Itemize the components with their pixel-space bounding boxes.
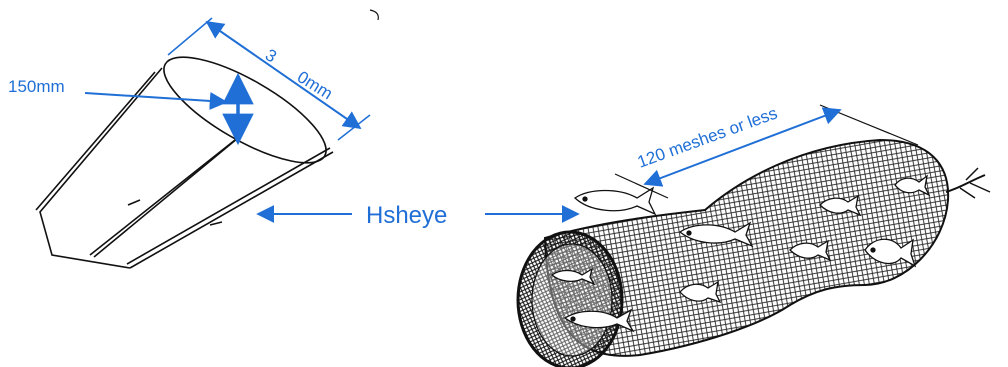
fish-group bbox=[550, 174, 931, 333]
dimension-height: 150mm bbox=[8, 72, 254, 146]
net-trap bbox=[516, 138, 991, 367]
fish-icon bbox=[864, 238, 917, 268]
center-callout: Hsheye bbox=[256, 202, 580, 229]
fish-icon bbox=[679, 280, 722, 304]
height-label: 150mm bbox=[8, 77, 65, 96]
fish-icon bbox=[678, 221, 754, 248]
fish-icon bbox=[819, 194, 862, 217]
meshes-label: 120 meshes or less bbox=[635, 103, 780, 171]
fish-icon bbox=[573, 186, 657, 216]
fisheye-label: Hsheye bbox=[366, 202, 447, 229]
length-label-partial: 3 bbox=[262, 45, 280, 66]
fisheye-funnel bbox=[35, 56, 334, 269]
fish-icon bbox=[894, 174, 931, 197]
dimension-length: 3 0mm bbox=[167, 8, 380, 141]
fish-icon bbox=[550, 267, 596, 286]
fish-icon bbox=[563, 308, 635, 333]
fish-icon bbox=[789, 239, 832, 262]
label-mask bbox=[282, 8, 380, 50]
